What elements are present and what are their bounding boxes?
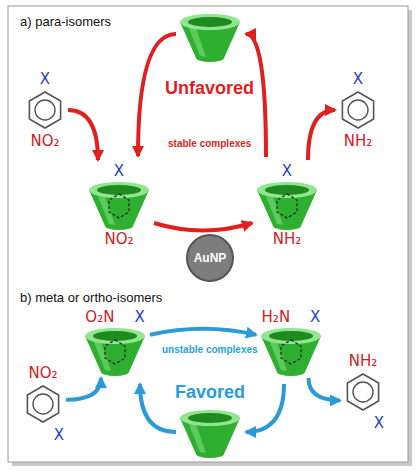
aromatic-circle	[348, 100, 368, 120]
reaction-arrow	[66, 378, 101, 400]
cycle-arrow	[140, 384, 176, 432]
chem-label: X	[114, 162, 124, 180]
frame	[8, 6, 408, 462]
chem-label: H₂N	[262, 308, 291, 326]
cup-rim	[257, 182, 317, 198]
substituent-row: O₂N X	[85, 308, 144, 326]
ring-outline	[29, 92, 60, 128]
benzene-ring	[25, 88, 65, 132]
inclusion-complex: O₂N X	[80, 306, 150, 378]
aromatic-circle	[33, 394, 53, 414]
molecule: NO₂ X	[20, 362, 66, 446]
chem-label: NH₂	[349, 352, 378, 370]
inclusion-complex: H₂N X	[256, 306, 326, 378]
reaction-arrow	[68, 110, 98, 160]
reaction-arrow	[150, 329, 256, 335]
particle-circle: AuNP	[186, 234, 234, 282]
chem-label: O₂N	[85, 308, 114, 326]
ring-outline	[347, 374, 378, 410]
inclusion-complex: X NH₂	[252, 160, 322, 250]
chem-label: X	[134, 308, 144, 326]
cup-rim	[85, 328, 145, 344]
chem-label: NO₂	[104, 230, 133, 248]
cyclodextrin-cup	[87, 180, 151, 230]
chem-label: X	[374, 414, 384, 432]
chem-label: NO₂	[28, 364, 57, 382]
molecule: X NH₂	[335, 68, 381, 152]
chem-label: NH₂	[344, 132, 373, 150]
chem-label: X	[54, 426, 64, 444]
benzene-ring	[338, 88, 378, 132]
cup-rim	[89, 182, 149, 198]
cyclodextrin-cup	[180, 410, 240, 458]
note-label: unstable complexes	[162, 344, 258, 356]
inclusion-complex: X NO₂	[84, 160, 154, 250]
molecule: NH₂ X	[340, 350, 386, 434]
panel-heading: b) meta or ortho-isomers	[20, 290, 162, 306]
aromatic-circle	[35, 100, 55, 120]
guest-ring	[105, 340, 125, 364]
molecule: X NO₂	[22, 68, 68, 152]
cup-rim	[261, 328, 321, 344]
note-label: stable complexes	[168, 138, 251, 150]
cycle-title: Unfavored	[165, 78, 254, 100]
particle-label: AuNP	[194, 251, 227, 265]
benzene-ring	[23, 382, 63, 426]
cycle-arrow	[246, 384, 284, 432]
cycle-title: Favored	[175, 382, 245, 404]
cyclodextrin-cup	[259, 326, 323, 376]
reaction-arrow	[309, 378, 341, 400]
substituent-row: H₂N X	[262, 308, 321, 326]
chem-label: NH₂	[273, 230, 302, 248]
ring-outline	[342, 92, 373, 128]
cyclodextrin-cup	[180, 14, 240, 62]
chem-label: X	[282, 162, 292, 180]
panel-heading: a) para-isomers	[20, 14, 111, 30]
chem-label: X	[40, 70, 50, 88]
benzene-ring	[343, 370, 383, 414]
chem-label: X	[310, 308, 320, 326]
cyclodextrin-cup	[255, 180, 319, 230]
ring-outline	[27, 386, 58, 422]
chem-label: X	[353, 70, 363, 88]
reaction-arrow	[308, 110, 335, 160]
guest-ring	[109, 194, 129, 218]
aromatic-circle	[353, 382, 373, 402]
guest-ring	[277, 194, 297, 218]
cyclodextrin-cup	[83, 326, 147, 376]
chem-label: NO₂	[30, 132, 59, 150]
guest-ring	[281, 340, 301, 364]
reaction-arrow	[154, 223, 252, 231]
